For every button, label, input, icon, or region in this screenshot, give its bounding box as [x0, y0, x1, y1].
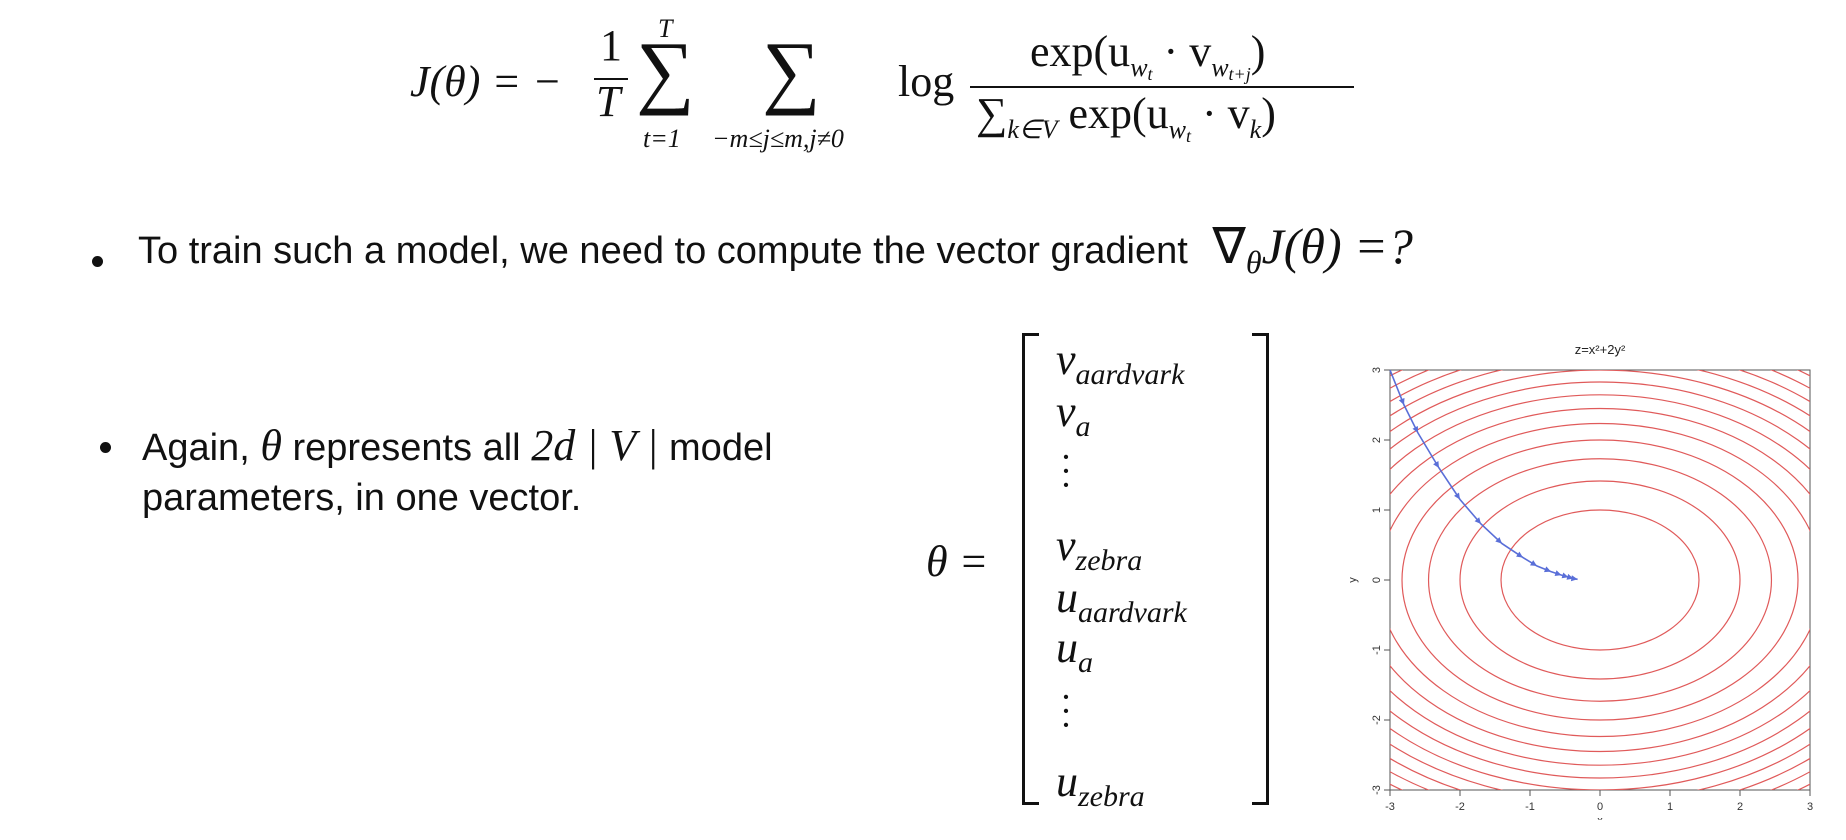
chart-title: z=x²+2y²	[1575, 342, 1626, 357]
contour-level-12	[1390, 407, 1810, 753]
descent-step-arrow	[1516, 551, 1523, 558]
y-tick-label: -2	[1371, 715, 1383, 725]
log-frac-bar	[970, 86, 1354, 88]
x-tick-label: -2	[1455, 801, 1465, 813]
vector-vdots-2: ···	[1060, 677, 1072, 745]
sum-lower-2: −m≤j≤m,j≠0	[712, 124, 844, 153]
bullet-1-dot	[92, 256, 103, 267]
descent-step-arrow	[1554, 570, 1562, 576]
frac-numerator: 1	[600, 21, 622, 70]
vector-left-bracket	[1022, 333, 1039, 805]
descent-step-arrow	[1544, 566, 1551, 573]
x-axis-label: x	[1597, 815, 1603, 820]
contour-level-2	[1500, 509, 1700, 651]
vector-entry-u-zebra: uzebra	[1056, 757, 1145, 813]
objective-formula: J(θ) = − 1 T T ∑ t=1 ∑ −m≤j≤m,j≠0 log ex…	[410, 10, 1410, 170]
contour-level-16	[1390, 381, 1810, 779]
descent-step-arrow	[1570, 575, 1578, 582]
descent-step-arrow	[1412, 426, 1418, 433]
contour-group	[1390, 370, 1810, 790]
sum-upper: T	[658, 14, 673, 43]
sum-symbol-2: ∑	[762, 25, 821, 116]
descent-step-arrow	[1398, 398, 1405, 405]
log-op: log	[898, 57, 955, 106]
sum-lower-1: t=1	[643, 124, 681, 153]
bullet-1: To train such a model, we need to comput…	[138, 218, 1413, 280]
vector-vdots-1: ···	[1060, 437, 1072, 505]
numerator: exp(uwt · vwt+j)	[1030, 27, 1266, 84]
contour-plot: z=x²+2y² -3 -2 -1 0 1 2 3 -3 -2 -1 0 1 2 3 x y	[1347, 342, 1813, 820]
vector-entry-u-a: ua	[1056, 623, 1093, 679]
y-tick-label: 1	[1371, 507, 1383, 513]
bullet-2-line-2: parameters, in one vector.	[142, 477, 582, 519]
theta-symbol: θ	[260, 421, 282, 470]
theta-equals: θ =	[926, 537, 989, 586]
contour-level-14	[1390, 394, 1810, 766]
x-tick-label: 3	[1807, 801, 1813, 813]
y-axis-label: y	[1347, 577, 1359, 583]
denominator: ∑k∈V exp(uwt · vk)	[976, 89, 1276, 146]
formula-lhs: J(θ) = −	[410, 57, 562, 106]
vector-entry-v-aardvark: vaardvark	[1056, 335, 1185, 391]
x-tick-label: -3	[1385, 801, 1395, 813]
x-tick-label: -1	[1525, 801, 1535, 813]
bullet-2-line-1: Again, θ represents all 2d | V | model	[142, 421, 773, 470]
descent-step-arrow	[1474, 517, 1481, 524]
descent-step-arrow	[1561, 572, 1569, 579]
descent-step-arrow	[1530, 560, 1537, 566]
plot-frame	[1389, 369, 1811, 791]
vector-entry-u-aardvark: uaardvark	[1056, 573, 1187, 629]
descent-path	[1389, 369, 1578, 581]
contour-level-8	[1401, 439, 1799, 721]
bullet-2-dot	[100, 442, 111, 453]
contour-level-6	[1427, 458, 1773, 702]
vector-entry-v-zebra: vzebra	[1056, 521, 1143, 577]
x-tick-label: 0	[1597, 801, 1603, 813]
vector-entry-v-a: va	[1056, 387, 1091, 443]
sum-symbol-1: ∑	[636, 25, 695, 116]
bullet-1-text: To train such a model, we need to comput…	[138, 230, 1188, 272]
y-tick-label: 2	[1371, 437, 1383, 443]
descent-step-arrow	[1433, 461, 1439, 468]
y-tick-label: 0	[1371, 577, 1383, 583]
x-tick-label: 2	[1737, 801, 1743, 813]
contour-level-10	[1390, 422, 1810, 738]
y-tick-label: 3	[1371, 367, 1383, 373]
y-tick-label: -1	[1371, 645, 1383, 655]
param-count: 2d | V |	[531, 421, 659, 470]
frac-bar	[594, 78, 628, 80]
descent-step-arrow	[1495, 537, 1502, 544]
vector-right-bracket	[1252, 333, 1269, 805]
descent-step-arrow	[1454, 492, 1460, 500]
x-tick-label: 1	[1667, 801, 1673, 813]
frac-denominator: T	[596, 77, 621, 126]
contour-level-4	[1459, 480, 1741, 680]
gradient-expression: ∇θJ(θ) =?	[1212, 218, 1413, 280]
y-tick-label: -3	[1371, 785, 1383, 795]
